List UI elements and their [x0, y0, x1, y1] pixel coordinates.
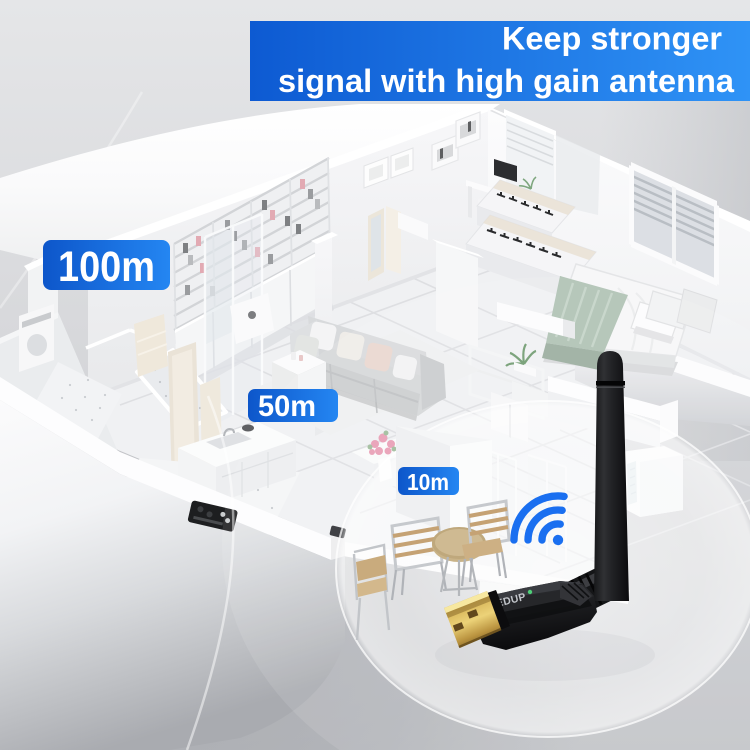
- svg-text:100m: 100m: [58, 243, 155, 291]
- svg-text:signal with high gain antenna: signal with high gain antenna: [278, 63, 734, 99]
- svg-text:Keep stronger: Keep stronger: [502, 21, 722, 57]
- svg-text:10m: 10m: [407, 469, 449, 495]
- svg-text:50m: 50m: [258, 390, 316, 423]
